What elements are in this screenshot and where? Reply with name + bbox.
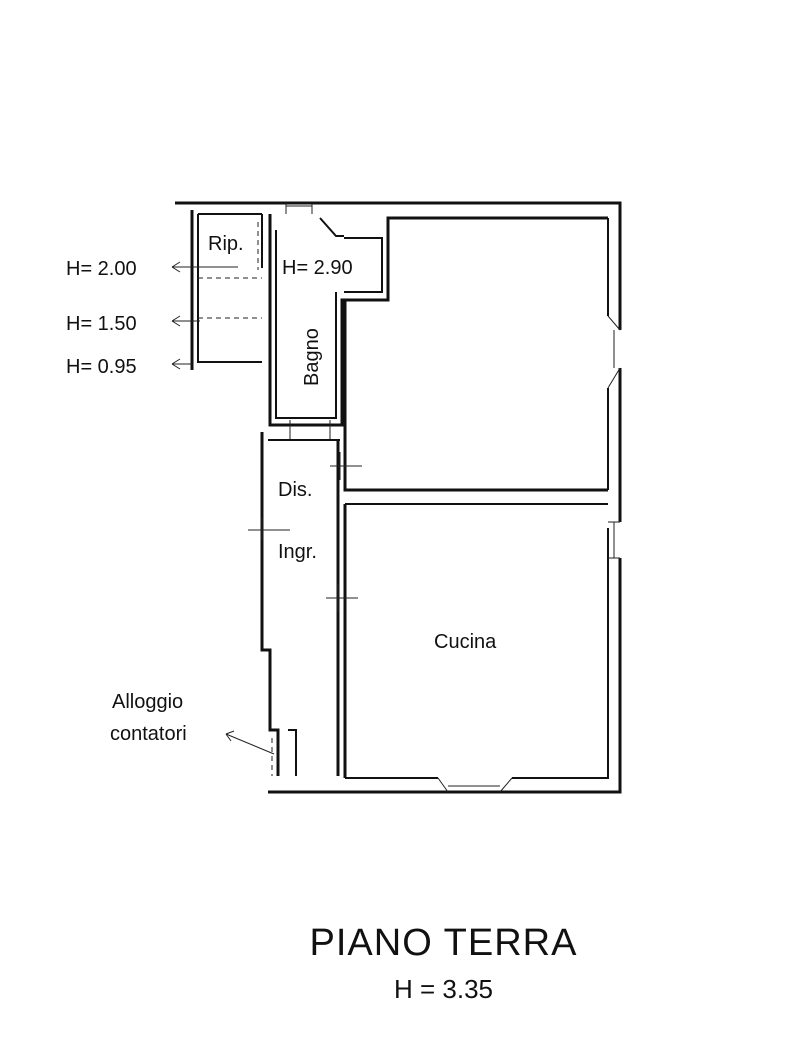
label-h-200: H= 2.00 [66, 258, 137, 280]
label-h-290: H= 2.90 [282, 257, 353, 279]
label-alloggio-line1: Alloggio [112, 691, 183, 713]
label-dis: Dis. [278, 479, 312, 501]
label-ingr: Ingr. [278, 541, 317, 563]
rip-area [190, 210, 263, 370]
corridor-walls [248, 300, 608, 778]
plan-height: H = 3.35 [393, 974, 493, 1004]
label-h-150: H= 1.50 [66, 313, 137, 335]
label-h-095: H= 0.95 [66, 356, 137, 378]
label-rip: Rip. [208, 233, 244, 255]
label-cucina: Cucina [434, 631, 497, 653]
label-alloggio-line2: contatori [110, 723, 187, 745]
height-arrows [171, 261, 275, 755]
bagno-area [268, 203, 608, 440]
plan-title: PIANO TERRA [309, 922, 578, 964]
label-bagno: Bagno [301, 328, 323, 386]
outer-walls [175, 201, 622, 794]
